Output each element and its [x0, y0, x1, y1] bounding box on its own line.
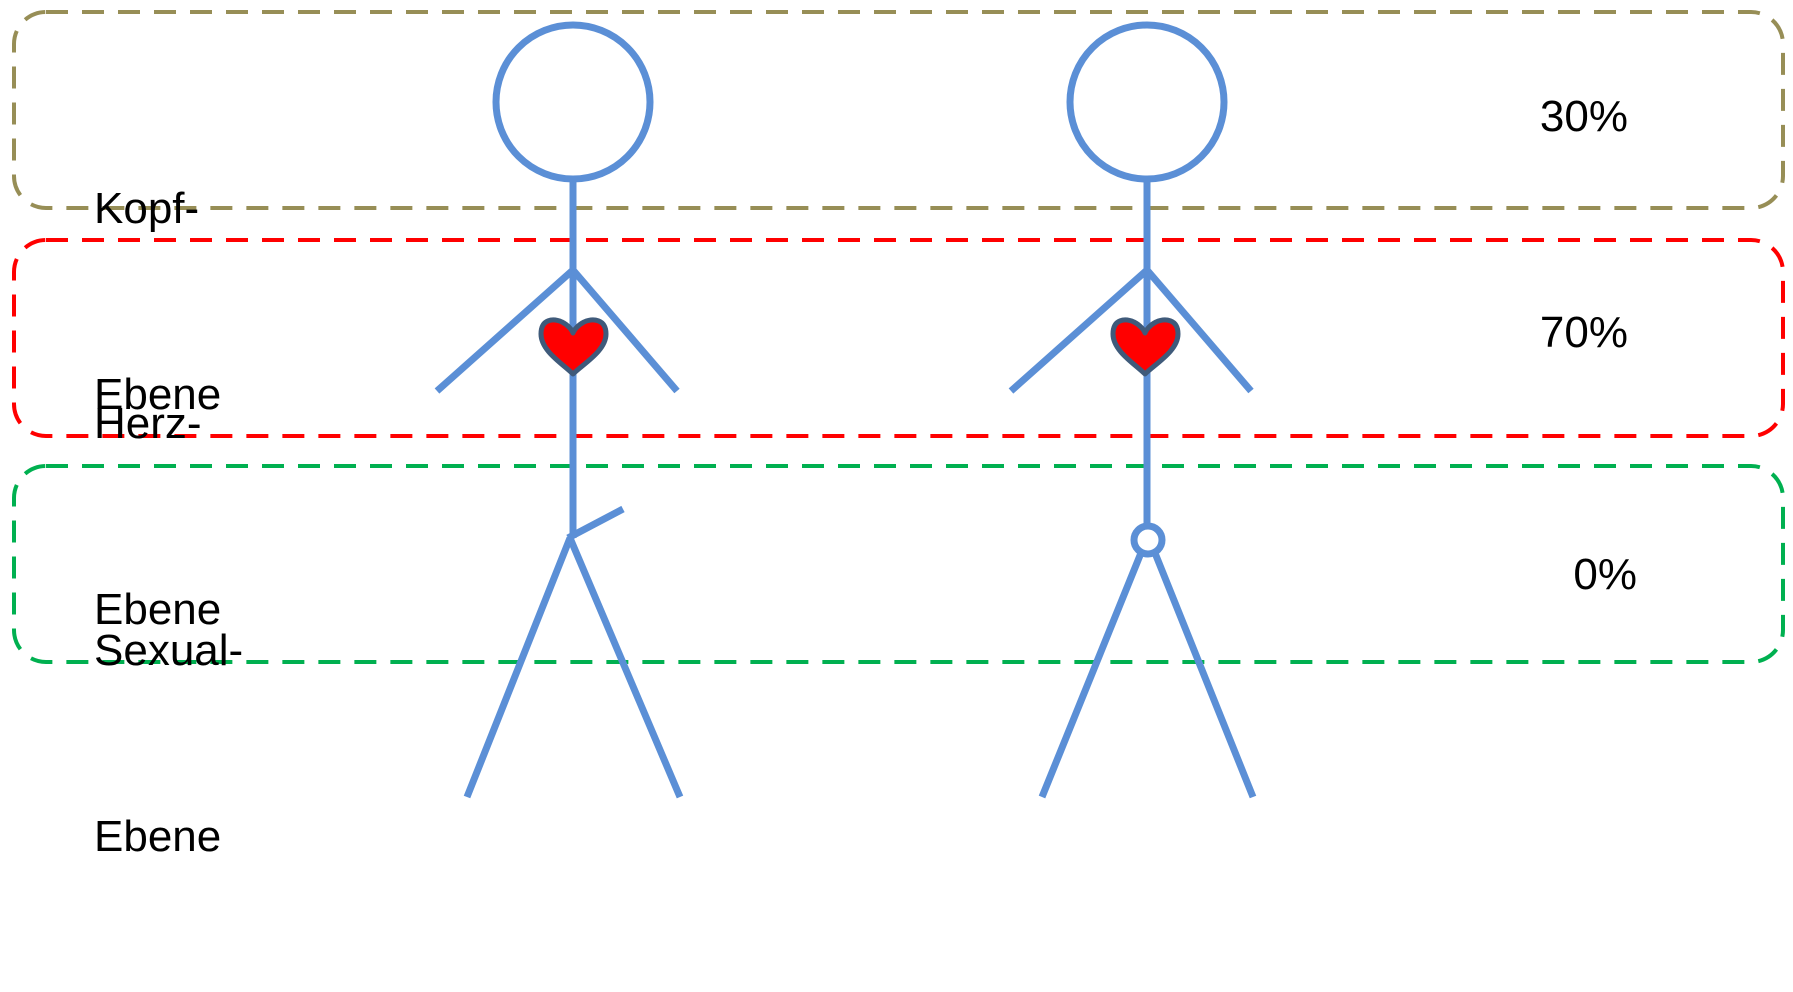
diagram-canvas: Kopf- Ebene Herz- Ebene Sexual- Ebene 30… [12, 10, 1785, 861]
kopf-label-line2: Ebene [94, 370, 222, 419]
kopf-percent: 30% [1539, 92, 1628, 141]
herz-label-line1: Herz- [94, 399, 202, 448]
herz-level-label: Herz- Ebene [94, 269, 221, 765]
female-figure [1008, 21, 1257, 799]
male-right-leg [566, 536, 684, 799]
sexual-level-label: Sexual- Ebene [94, 496, 243, 992]
herz-percent: 70% [1539, 308, 1628, 357]
sexual-percent: 0% [1573, 550, 1637, 599]
male-figure [434, 21, 684, 799]
herz-level-box [12, 238, 1785, 438]
kopf-label-line1: Kopf- [94, 184, 200, 233]
female-head [1066, 21, 1228, 183]
male-left-leg [463, 536, 574, 799]
heart-icon [538, 317, 609, 377]
male-right-arm [570, 267, 680, 394]
diagram-svg [12, 10, 1785, 799]
kopf-level-label: Kopf- Ebene [94, 54, 221, 550]
heart-icon [1110, 317, 1181, 377]
female-left-leg [1038, 551, 1145, 799]
female-genital-symbol [1130, 522, 1166, 558]
male-left-arm [434, 267, 576, 394]
sexual-label-line2: Ebene [94, 812, 222, 861]
sexual-label-line1: Sexual- [94, 626, 244, 675]
female-left-arm [1008, 267, 1150, 394]
male-head [492, 21, 654, 183]
sexual-level-box [12, 464, 1785, 664]
male-genital-symbol [566, 505, 625, 542]
kopf-level-box [12, 10, 1785, 210]
female-right-leg [1151, 551, 1257, 799]
herz-label-line2: Ebene [94, 585, 222, 634]
female-right-arm [1144, 267, 1254, 394]
